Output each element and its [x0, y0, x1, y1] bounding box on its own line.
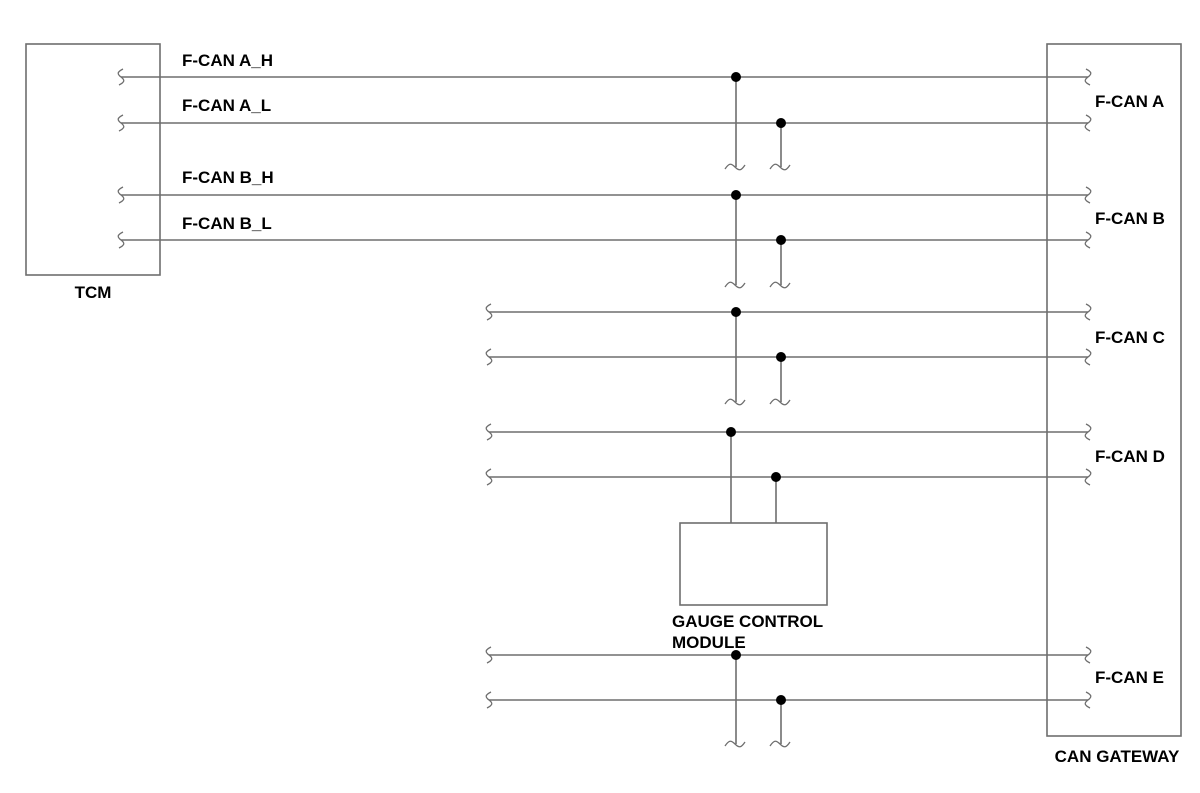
connector-break [1084, 303, 1092, 321]
connector-break [1084, 231, 1092, 249]
connector-break [117, 186, 125, 204]
connector-break [1084, 468, 1092, 486]
f-can-b-low-wire [117, 231, 1092, 249]
splice-point [776, 118, 786, 128]
f-can-a-high-wire [117, 68, 1092, 86]
connector-break [485, 348, 493, 366]
splice-point [771, 472, 781, 482]
connector-break [117, 231, 125, 249]
can-gateway-box[interactable] [1046, 43, 1182, 737]
gateway-channel-f-can-c: F-CAN C [1095, 328, 1165, 347]
connector-break [485, 468, 493, 486]
wire-label-f-can-b-h: F-CAN B_H [182, 168, 274, 187]
gauge-control-module-label-line2: MODULE [672, 633, 746, 652]
connector-break [724, 398, 746, 406]
splice-point [731, 190, 741, 200]
gateway-channel-f-can-a: F-CAN A [1095, 92, 1164, 111]
f-can-b-drops [724, 195, 791, 289]
gateway-channel-f-can-e: F-CAN E [1095, 668, 1164, 687]
f-can-e-low-wire [485, 691, 1092, 709]
splice-point [726, 427, 736, 437]
splice-point [776, 352, 786, 362]
f-can-a-drops [724, 77, 791, 171]
f-can-e-high-wire [485, 646, 1092, 664]
connector-break [485, 303, 493, 321]
splice-point [776, 695, 786, 705]
connector-break [1084, 186, 1092, 204]
f-can-d-low-wire [485, 468, 1092, 486]
connector-break [1084, 423, 1092, 441]
splice-point [776, 235, 786, 245]
connector-break [769, 740, 791, 748]
gauge-control-module-label-line1: GAUGE CONTROL [672, 612, 823, 631]
f-can-e-drops [724, 655, 791, 748]
connector-break [485, 691, 493, 709]
connector-break [117, 114, 125, 132]
connector-break [769, 281, 791, 289]
connector-break [724, 281, 746, 289]
f-can-b-high-wire [117, 186, 1092, 204]
connector-break [1084, 68, 1092, 86]
connector-break [724, 163, 746, 171]
gateway-channel-f-can-b: F-CAN B [1095, 209, 1165, 228]
gauge-control-module-box[interactable] [679, 522, 828, 606]
splice-point [731, 650, 741, 660]
connector-break [485, 646, 493, 664]
connector-break [769, 398, 791, 406]
wire-label-f-can-a-l: F-CAN A_L [182, 96, 271, 115]
splice-point [731, 72, 741, 82]
connector-break [769, 163, 791, 171]
connector-break [117, 68, 125, 86]
connector-break [1084, 691, 1092, 709]
connector-break [485, 423, 493, 441]
f-can-c-low-wire [485, 348, 1092, 366]
tcm-label: TCM [75, 283, 112, 302]
f-can-c-drops [724, 312, 791, 406]
f-can-d-high-wire [485, 423, 1092, 441]
can-gateway-label: CAN GATEWAY [1055, 747, 1180, 766]
connector-break [724, 740, 746, 748]
gateway-channel-f-can-d: F-CAN D [1095, 447, 1165, 466]
tcm-module-box[interactable] [25, 43, 161, 276]
connector-break [1084, 646, 1092, 664]
f-can-a-low-wire [117, 114, 1092, 132]
wire-label-f-can-a-h: F-CAN A_H [182, 51, 273, 70]
connector-break [1084, 348, 1092, 366]
splice-point [731, 307, 741, 317]
wire-label-f-can-b-l: F-CAN B_L [182, 214, 272, 233]
connector-break [1084, 114, 1092, 132]
f-can-c-high-wire [485, 303, 1092, 321]
gauge-module-feed-wires [730, 432, 777, 523]
